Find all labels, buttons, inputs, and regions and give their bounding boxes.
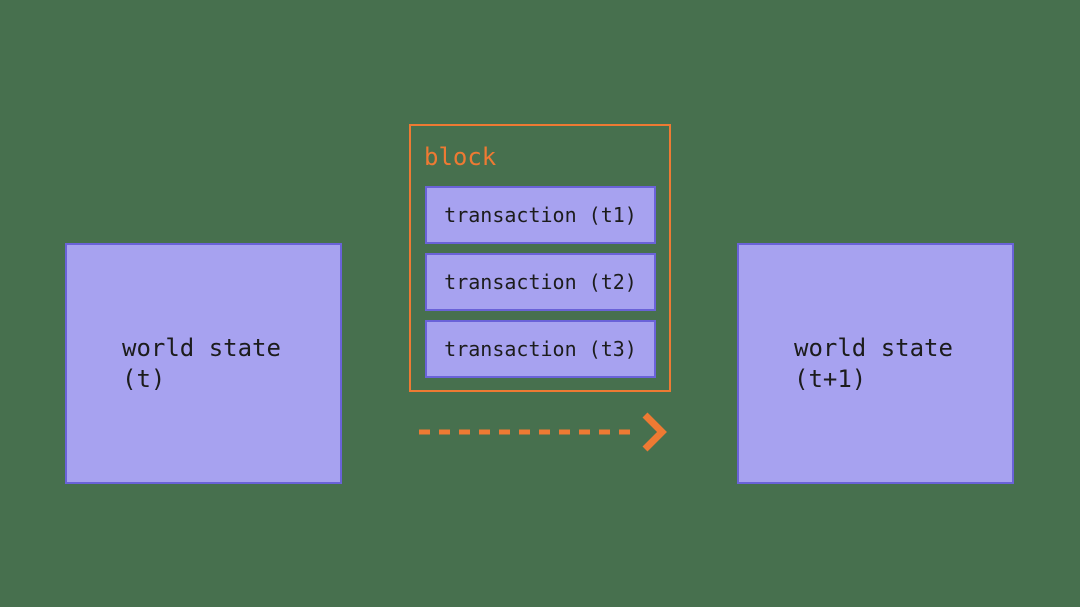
transaction-1-label: transaction (t1): [444, 203, 637, 227]
world-state-t-box: world state (t): [65, 243, 342, 484]
dashed-arrow-right-icon: [414, 408, 674, 456]
block-title: block: [424, 143, 497, 171]
block-container: block transaction (t1) transaction (t2) …: [409, 124, 671, 392]
transaction-box-2: transaction (t2): [425, 253, 656, 311]
transaction-box-3: transaction (t3): [425, 320, 656, 378]
transaction-2-label: transaction (t2): [444, 270, 637, 294]
world-state-t-label: world state (t): [122, 333, 281, 393]
transaction-box-1: transaction (t1): [425, 186, 656, 244]
world-state-t1-box: world state (t+1): [737, 243, 1014, 484]
world-state-t1-label: world state (t+1): [794, 333, 953, 393]
transaction-3-label: transaction (t3): [444, 337, 637, 361]
